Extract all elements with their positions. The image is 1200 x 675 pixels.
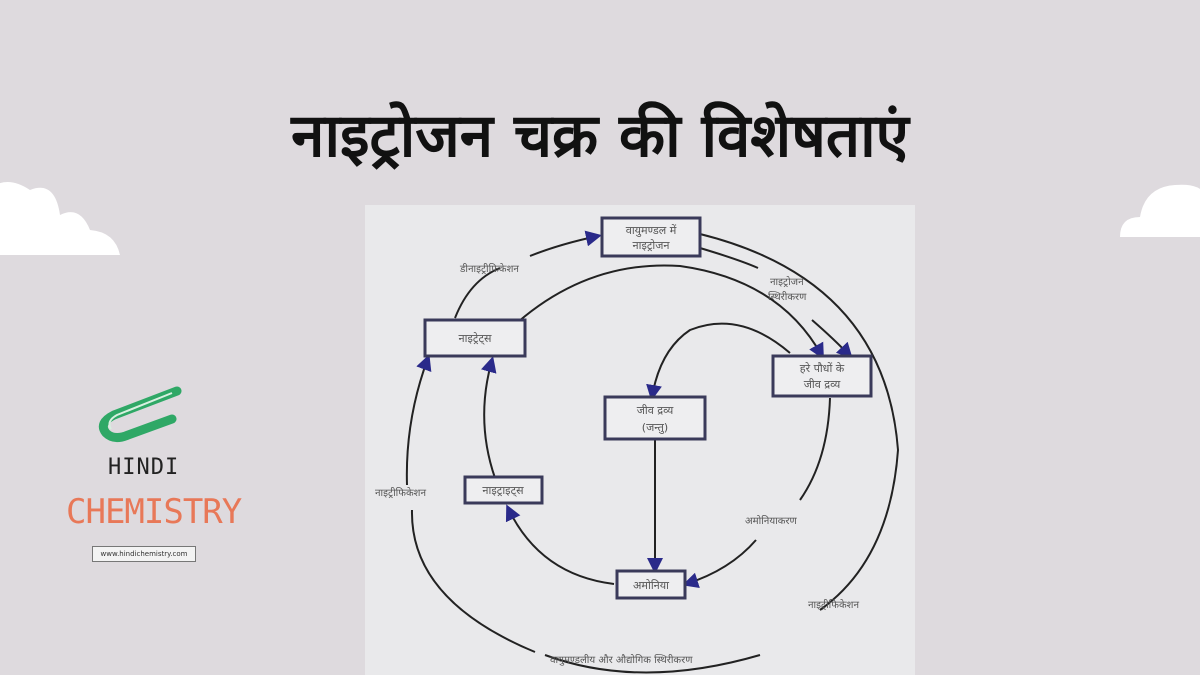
outer-left-line: [410, 509, 536, 653]
nitrates-to-plants-arrow: [517, 264, 824, 360]
outer-cycle-line: [699, 233, 900, 611]
box-atmosphere: वायुमण्डल में नाइट्रोजन: [600, 216, 702, 258]
label-nitrogen-fixation-1: नाइट्रोजन: [770, 276, 804, 288]
box-atmosphere-line2: नाइट्रोजन: [632, 239, 670, 252]
denitrification-arrow: [454, 236, 598, 319]
box-nitrates: नाइट्रेट्स: [423, 318, 527, 358]
box-green-plants-line1: हरे पौधों के: [800, 362, 845, 375]
plants-to-animal-arrow: [646, 322, 791, 401]
label-ammonification: अमोनियाकरण: [745, 515, 798, 527]
box-ammonia: अमोनिया: [615, 569, 687, 600]
outer-cycle-bottom-line: [544, 654, 761, 674]
fixation-arrow: [699, 247, 850, 356]
test-tube-logo-icon: [98, 386, 182, 443]
plants-ammonification-line: [799, 397, 831, 501]
logo-chemistry-text: CHEMISTRY: [66, 492, 242, 532]
box-nitrites: नाइट्राइट्स: [463, 475, 544, 505]
box-atmosphere-line1: वायुमण्डल में: [626, 224, 677, 237]
box-green-plants-line2: जीव द्रव्य: [804, 378, 841, 391]
label-denitrification: डीनाइट्रीफिकेशन: [459, 263, 519, 275]
ammonia-to-nitrites-arrow: [505, 504, 615, 585]
label-nitrification-right: नाइट्रीफिकेशन: [808, 599, 859, 611]
label-nitrification-left: नाइट्रीफिकेशन: [375, 487, 426, 499]
box-nitrates-label: नाइट्रेट्स: [459, 332, 492, 345]
box-nitrites-label: नाइट्राइट्स: [482, 484, 524, 497]
nitrites-to-nitrates-arrow: [481, 356, 497, 479]
label-nitrogen-fixation-2: स्थिरीकरण: [768, 291, 807, 303]
cloud-right-icon: [1120, 184, 1200, 237]
box-ammonia-label: अमोनिया: [633, 579, 669, 592]
ammonification-arrow: [682, 539, 757, 588]
cloud-left-icon: [0, 182, 120, 255]
page-title: नाइट्रोजन चक्र की विशेषताएं: [291, 101, 909, 171]
label-atmospheric-industrial-fixation: वायुमण्डलीय और औद्योगिक स्थिरीकरण: [550, 654, 693, 666]
box-animal-protoplasm: जीव द्रव्य (जन्तु): [603, 395, 707, 441]
logo-hindi-text: HINDI: [108, 455, 180, 480]
logo-url: www.hindichemistry.com: [92, 546, 196, 562]
outer-left-up-arrow: [405, 354, 432, 486]
box-green-plants: हरे पौधों के जीव द्रव्य: [771, 354, 873, 398]
box-animal-line2: (जन्तु): [642, 421, 668, 434]
box-animal-line1: जीव द्रव्य: [637, 404, 674, 417]
